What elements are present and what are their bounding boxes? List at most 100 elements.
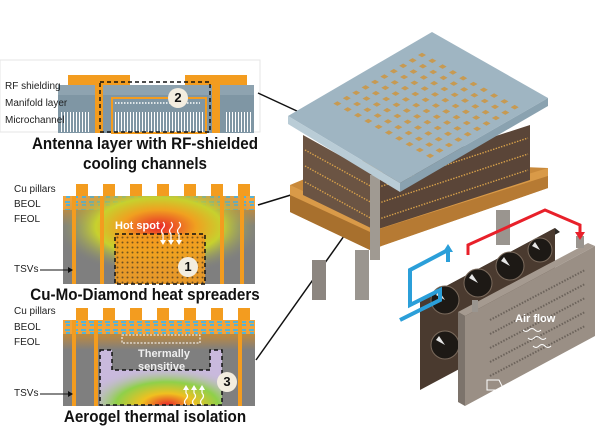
antenna-patch (491, 104, 499, 110)
antenna-patch-array (333, 52, 519, 159)
antenna-patch (481, 109, 490, 115)
antenna-patch (384, 119, 392, 124)
antenna-patch (382, 96, 391, 102)
antenna-patch (405, 141, 414, 147)
antenna-patch (429, 69, 438, 75)
antenna-patch (431, 103, 440, 108)
hot-pipe (466, 208, 582, 255)
antenna-patch (435, 148, 444, 153)
aerogel-panel (40, 202, 369, 406)
label-tsvs-3: TSVs (14, 388, 39, 399)
antenna-patch (444, 142, 453, 148)
thermally-sensitive-line1: Thermally (138, 348, 190, 360)
antenna-patch (425, 142, 434, 147)
label-cu-pillars-1: Cu pillars (14, 184, 56, 195)
antenna-patch (381, 85, 390, 91)
antenna-patch (461, 109, 470, 115)
antenna-patch (428, 58, 437, 64)
antenna-patch (372, 102, 381, 107)
antenna-patch (418, 63, 427, 69)
antenna-patch (470, 92, 479, 98)
antenna-patch (469, 81, 478, 87)
antenna-patch (383, 107, 392, 113)
antenna-patch (453, 126, 462, 131)
label-beol-3: BEOL (14, 322, 41, 333)
antenna-patch (459, 75, 468, 81)
antenna-patch (433, 125, 442, 131)
caption-antenna-line1: Antenna layer with RF-shielded (31, 135, 259, 153)
antenna-patch (434, 136, 443, 142)
antenna-patch (401, 97, 410, 102)
antenna-patch (443, 120, 452, 125)
antenna-patch (401, 85, 409, 91)
antenna-patch (411, 91, 420, 97)
antenna-patch (444, 131, 452, 137)
antenna-patch (362, 96, 371, 101)
antenna-patch (393, 113, 402, 119)
antenna-patch (373, 113, 382, 118)
antenna-patch (342, 95, 351, 101)
antenna-patch (442, 109, 451, 114)
antenna-patch (400, 74, 409, 80)
antenna-patch (354, 112, 362, 118)
antenna-patch (374, 124, 383, 130)
antenna-patch (333, 101, 342, 106)
antenna-patch (352, 90, 361, 96)
antenna-patch (490, 93, 499, 98)
antenna-patch (419, 75, 428, 80)
caption-antenna-line2: cooling channels (83, 155, 207, 173)
antenna-patch (426, 153, 435, 159)
antenna-patch (414, 125, 422, 130)
caption-aerogel: Aerogel thermal isolation (63, 408, 247, 426)
antenna-patch (422, 108, 431, 114)
antenna-patch (408, 58, 417, 63)
antenna-patch (423, 119, 432, 125)
antenna-patch (451, 103, 460, 109)
antenna-patch (463, 131, 472, 137)
badge-1: 1 (178, 257, 198, 277)
antenna-patch (421, 97, 430, 103)
antenna-patch (371, 79, 379, 85)
badge-3: 3 (217, 372, 237, 392)
antenna-patch (391, 91, 400, 96)
air-flow-label: Air flow (515, 313, 556, 325)
antenna-patch (380, 74, 389, 79)
antenna-patch (364, 118, 373, 124)
label-cu-pillars-3: Cu pillars (14, 306, 56, 317)
thermally-sensitive-line2: sensitive (138, 361, 186, 373)
antenna-patch (390, 80, 399, 85)
antenna-patch (420, 86, 429, 91)
label-manifold-layer: Manifold layer (5, 98, 68, 109)
antenna-patch (473, 126, 482, 132)
antenna-patch (343, 107, 352, 112)
antenna-patch (462, 120, 471, 126)
antenna-patch (454, 137, 463, 142)
antenna-patch (439, 75, 448, 81)
antenna-patch (371, 90, 380, 96)
antenna-patch (409, 69, 418, 74)
antenna-patch (363, 107, 372, 113)
antenna-patch (399, 63, 408, 69)
hot-spot-label: Hot spot (115, 220, 160, 232)
antenna-patch (480, 98, 489, 104)
antenna-patch (430, 80, 439, 86)
antenna-patch (461, 98, 469, 103)
air-cooler-3d (399, 208, 595, 406)
antenna-patch (501, 110, 510, 115)
antenna-patch (389, 68, 398, 74)
label-microchannel: Microchannel (5, 115, 65, 126)
label-feol-3: FEOL (14, 337, 41, 348)
antenna-patch (353, 101, 362, 107)
antenna-patch (471, 104, 480, 109)
antenna-patch (500, 99, 509, 104)
antenna-patch (392, 102, 401, 108)
label-tsvs-1: TSVs (14, 264, 39, 275)
antenna-patch (460, 87, 469, 92)
antenna-patch (438, 64, 447, 69)
antenna-patch (410, 80, 419, 86)
antenna-patch (424, 131, 433, 136)
antenna-patch (394, 124, 403, 130)
antenna-patch (440, 86, 449, 92)
antenna-patch (448, 70, 457, 75)
